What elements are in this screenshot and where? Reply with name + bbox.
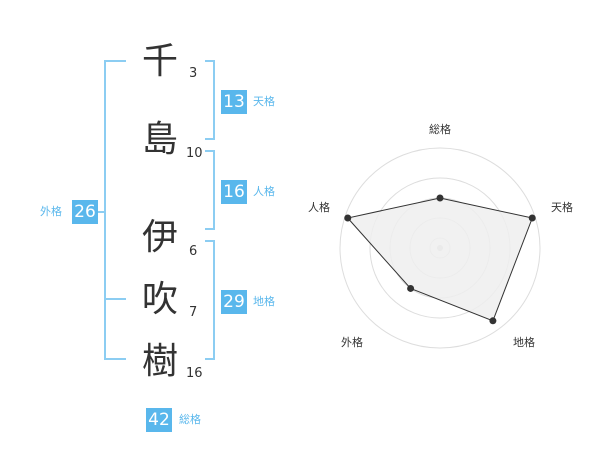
jinkaku-bracket-top (205, 150, 215, 152)
radar-point-5 (344, 214, 352, 222)
gaikaku-bracket-top (104, 60, 126, 62)
name-char-1: 千 (141, 41, 178, 82)
soukaku-label: 総格 (179, 413, 201, 426)
radar-point-1 (436, 194, 444, 202)
gaikaku-bracket (104, 60, 106, 360)
stroke-count-3: 6 (189, 244, 198, 259)
jinkaku-bracket (213, 150, 215, 230)
chikaku-bracket (213, 240, 215, 360)
radar-label-gaikaku: 外格 (341, 336, 363, 349)
stroke-count-5: 16 (186, 366, 203, 381)
radar-point-4 (407, 284, 415, 292)
chikaku-bracket-top (205, 240, 215, 242)
gaikaku-connector (98, 211, 106, 213)
gaikaku-bracket-bottom (104, 358, 126, 360)
radar-label-soukaku: 総格 (429, 123, 451, 136)
radar-points (344, 194, 536, 325)
gaikaku-bracket-mid (104, 298, 126, 300)
chikaku-label: 地格 (253, 295, 275, 308)
chikaku-badge: 29 (221, 290, 247, 314)
tenkaku-bracket (213, 60, 215, 140)
chikaku-bracket-bottom (205, 358, 215, 360)
tenkaku-label: 天格 (253, 95, 275, 108)
gaikaku-label: 外格 (40, 205, 62, 218)
tenkaku-bracket-bottom (205, 138, 215, 140)
name-char-4: 吹 (141, 279, 178, 320)
radar-ring-5 (339, 147, 541, 349)
jinkaku-label: 人格 (253, 185, 275, 198)
radar-point-2 (528, 214, 536, 222)
soukaku-badge: 42 (146, 408, 172, 432)
radar-label-tenkaku: 天格 (551, 201, 573, 214)
name-char-2: 島 (141, 119, 178, 160)
tenkaku-bracket-top (205, 60, 215, 62)
radar-label-chikaku: 地格 (513, 336, 535, 349)
radar-point-3 (489, 317, 497, 325)
jinkaku-bracket-bottom (205, 228, 215, 230)
stroke-count-4: 7 (189, 305, 198, 320)
gaikaku-badge: 26 (72, 200, 98, 224)
jinkaku-badge: 16 (221, 180, 247, 204)
stroke-count-1: 3 (189, 66, 198, 81)
stroke-count-2: 10 (186, 146, 203, 161)
name-char-3: 伊 (141, 217, 178, 258)
radar-label-jinkaku: 人格 (308, 201, 330, 214)
tenkaku-badge: 13 (221, 90, 247, 114)
radar-polygon (346, 197, 533, 322)
name-char-5: 樹 (141, 341, 178, 382)
